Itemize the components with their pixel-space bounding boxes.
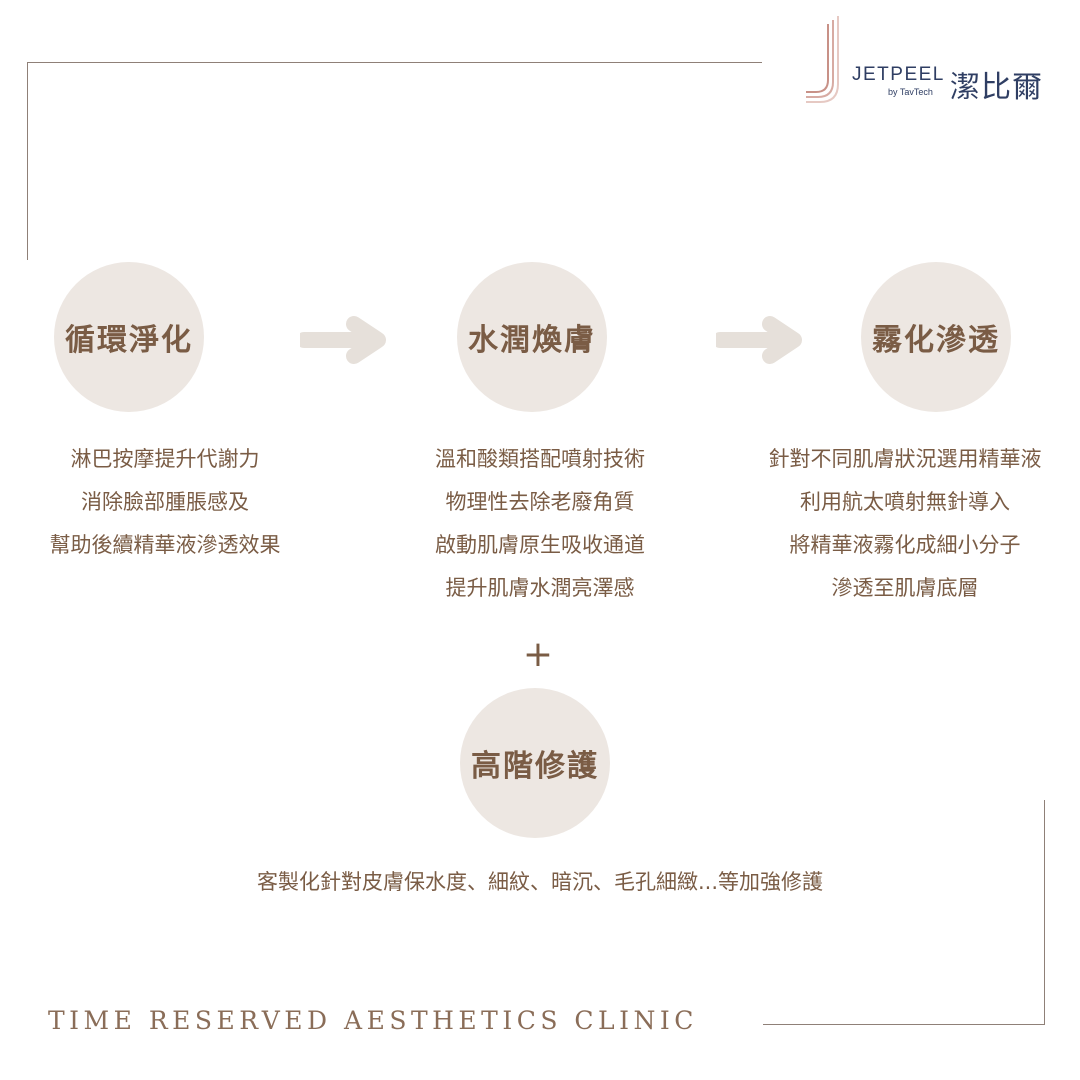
frame-line-top [27, 62, 762, 63]
right-arrow-icon [300, 316, 386, 364]
step-title: 霧化滲透 [872, 323, 1000, 358]
step-circle-hydrate: 水潤煥膚 [457, 262, 607, 412]
description-line: 消除臉部腫脹感及 [81, 490, 249, 514]
frame-line-left [27, 62, 28, 260]
frame-line-bottom [763, 1024, 1045, 1025]
brand-name-zh: 潔比爾 [950, 70, 1043, 105]
brand-name-en: JETPEEL [852, 64, 945, 85]
jetpeel-logo-mark-icon [806, 16, 839, 103]
description-line: 幫助後續精華液滲透效果 [49, 533, 281, 557]
description-line: 利用航太噴射無針導入 [800, 490, 1010, 514]
description-line: 滲透至肌膚底層 [831, 576, 979, 600]
step-circle-advanced-repair: 高階修護 [460, 688, 610, 838]
step-title: 高階修護 [471, 749, 599, 784]
advanced-repair-description: 客製化針對皮膚保水度、細紋、暗沉、毛孔細緻...等加強修護 [256, 870, 824, 894]
frame-line-right [1044, 800, 1045, 1024]
step-description-infuse: 針對不同肌膚狀況選用精華液 利用航太噴射無針導入 將精華液霧化成細小分子 滲透至… [730, 438, 1080, 610]
plus-icon: + [522, 634, 554, 675]
description-line: 溫和酸類搭配噴射技術 [435, 447, 645, 471]
step-description-hydrate: 溫和酸類搭配噴射技術 物理性去除老廢角質 啟動肌膚原生吸收通道 提升肌膚水潤亮澤… [390, 438, 690, 610]
description-line: 物理性去除老廢角質 [445, 490, 635, 514]
step-description-cleanse: 淋巴按摩提升代謝力 消除臉部腫脹感及 幫助後續精華液滲透效果 [0, 438, 330, 567]
description-line: 啟動肌膚原生吸收通道 [435, 533, 645, 557]
step-title: 循環淨化 [65, 323, 193, 358]
description-line: 針對不同肌膚狀況選用精華液 [768, 447, 1042, 471]
description-line: 提升肌膚水潤亮澤感 [445, 576, 635, 600]
description-line: 淋巴按摩提升代謝力 [70, 447, 260, 471]
step-title: 水潤煥膚 [468, 323, 596, 358]
step-circle-infuse: 霧化滲透 [861, 262, 1011, 412]
right-arrow-icon [716, 316, 802, 364]
clinic-name: TIME RESERVED AESTHETICS CLINIC [48, 1006, 698, 1035]
description-line: 將精華液霧化成細小分子 [789, 533, 1021, 557]
brand-byline: by TavTech [888, 87, 933, 97]
brand-logo: JETPEEL by TavTech 潔比爾 [800, 14, 1060, 106]
step-circle-cleanse: 循環淨化 [54, 262, 204, 412]
